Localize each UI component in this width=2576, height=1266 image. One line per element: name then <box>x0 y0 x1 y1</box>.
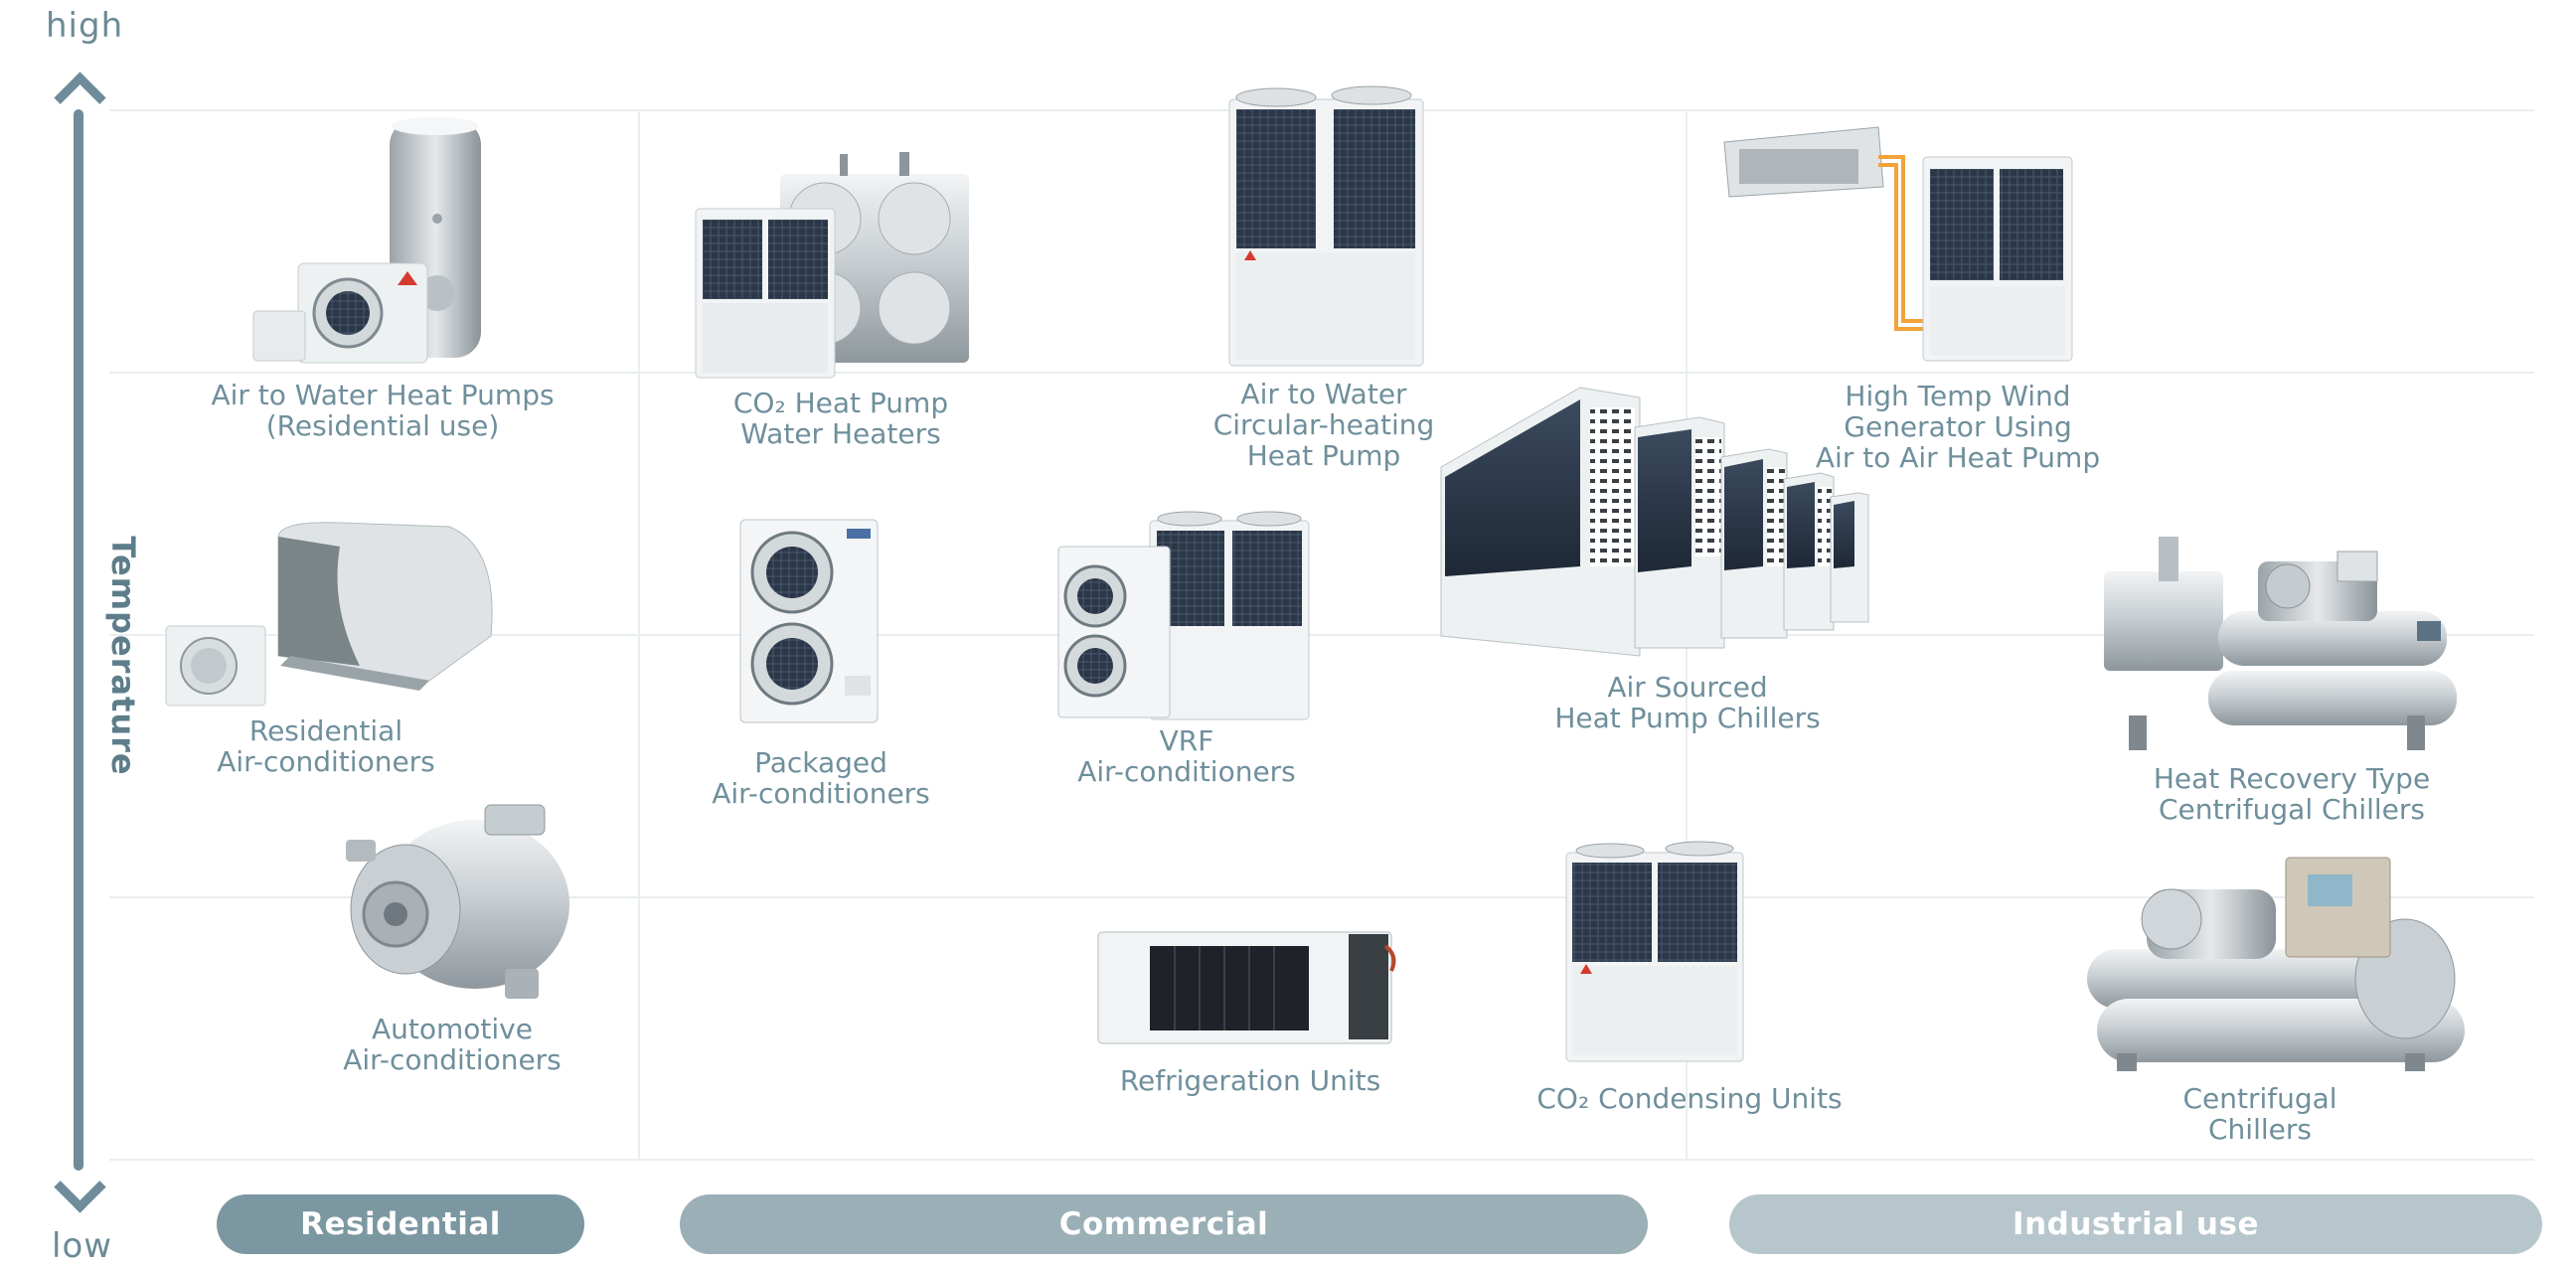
product-label-co2-condensing-units: CO₂ Condensing Units <box>1536 1083 1842 1114</box>
grid-line-row-5 <box>109 1159 2534 1161</box>
product-label-centrifugal-chillers: Centrifugal Chillers <box>2182 1083 2336 1145</box>
label-line: Air-conditioners <box>712 777 930 810</box>
label-line: (Residential use) <box>265 409 500 442</box>
label-line: Air to Water Heat Pumps <box>211 379 555 411</box>
product-label-air-to-water-circular-heating: Air to Water Circular-heating Heat Pump <box>1213 379 1435 471</box>
axis-high-label: high <box>46 6 124 46</box>
product-label-residential-air-conditioners: Residential Air-conditioners <box>217 715 435 777</box>
label-line: CO₂ Condensing Units <box>1536 1082 1843 1115</box>
centrifugal-chiller-icon <box>2087 857 2465 1071</box>
temperature-axis-line <box>74 109 83 1171</box>
condensing-unit-icon <box>1565 841 1744 1062</box>
label-line: Centrifugal <box>2182 1082 2337 1115</box>
label-line: Air-conditioners <box>1077 755 1296 788</box>
category-commercial: Commercial <box>680 1194 1648 1254</box>
heat-recovery-chiller-icon <box>2104 537 2457 750</box>
label-line: High Temp Wind <box>1845 380 2071 412</box>
label-line: Refrigeration Units <box>1119 1064 1381 1097</box>
label-line: CO₂ Heat Pump <box>732 387 949 419</box>
grid-line-row-3 <box>109 634 2534 636</box>
label-line: Air to Air Heat Pump <box>1815 441 2101 474</box>
product-label-high-temp-wind-generator: High Temp Wind Generator Using Air to Ai… <box>1816 381 2100 473</box>
twin-fan-condenser-icon <box>739 519 879 723</box>
grid-divider-residential-commercial <box>638 109 640 1161</box>
product-label-air-sourced-heat-pump-chillers: Air Sourced Heat Pump Chillers <box>1554 672 1820 733</box>
vrf-outdoor-units-icon <box>1057 511 1310 720</box>
car-compressor-icon <box>346 804 569 999</box>
label-line: Packaged <box>754 746 887 779</box>
label-line: Automotive <box>372 1013 533 1045</box>
axis-down-arrow-icon <box>54 1161 106 1213</box>
temperature-axis-title: Temperature <box>104 536 142 776</box>
product-label-air-to-water-residential: Air to Water Heat Pumps (Residential use… <box>211 380 554 441</box>
split-wall-air-conditioner-icon <box>165 522 493 707</box>
category-label: Industrial use <box>2012 1206 2259 1242</box>
label-line: Heat Recovery Type <box>2153 762 2431 795</box>
ducted-unit-with-outdoor-unit-icon <box>1723 126 2073 362</box>
product-label-heat-recovery-centrifugal-chillers: Heat Recovery Type Centrifugal Chillers <box>2154 763 2430 825</box>
label-line: Water Heaters <box>740 417 941 450</box>
label-line: Circular-heating <box>1212 408 1435 441</box>
product-label-refrigeration-units: Refrigeration Units <box>1120 1065 1380 1096</box>
label-line: Air to Water <box>1240 378 1407 410</box>
heat-pump-with-storage-tanks-icon <box>695 152 969 379</box>
product-label-co2-heat-pump-water-heaters: CO₂ Heat Pump Water Heaters <box>733 388 948 449</box>
category-label: Commercial <box>1058 1206 1269 1242</box>
label-line: Chillers <box>2208 1113 2312 1146</box>
label-line: Air-conditioners <box>217 745 435 778</box>
category-label: Residential <box>300 1206 501 1242</box>
transport-refrigeration-unit-icon <box>1097 931 1396 1044</box>
product-label-vrf-air-conditioners: VRF Air-conditioners <box>1077 725 1296 787</box>
label-line: Heat Pump <box>1246 439 1401 472</box>
modular-chiller-row-icon <box>1440 387 1869 657</box>
label-line: Centrifugal Chillers <box>2159 793 2425 826</box>
category-residential: Residential <box>217 1194 584 1254</box>
label-line: Air-conditioners <box>343 1043 562 1076</box>
category-industrial-use: Industrial use <box>1729 1194 2542 1254</box>
axis-low-label: low <box>52 1226 113 1266</box>
grid-line-row-2 <box>109 372 2534 374</box>
label-line: Residential <box>248 714 403 747</box>
product-label-packaged-air-conditioners: Packaged Air-conditioners <box>712 747 930 809</box>
product-label-automotive-air-conditioners: Automotive Air-conditioners <box>343 1014 562 1075</box>
hot-water-tank-with-outdoor-unit-icon <box>252 117 481 364</box>
label-line: Heat Pump Chillers <box>1554 702 1821 734</box>
label-line: VRF <box>1159 724 1214 757</box>
label-line: Air Sourced <box>1607 671 1768 704</box>
label-line: Generator Using <box>1844 410 2072 443</box>
grid-line-row-4 <box>109 896 2534 898</box>
dual-fan-outdoor-unit-icon <box>1228 85 1424 367</box>
